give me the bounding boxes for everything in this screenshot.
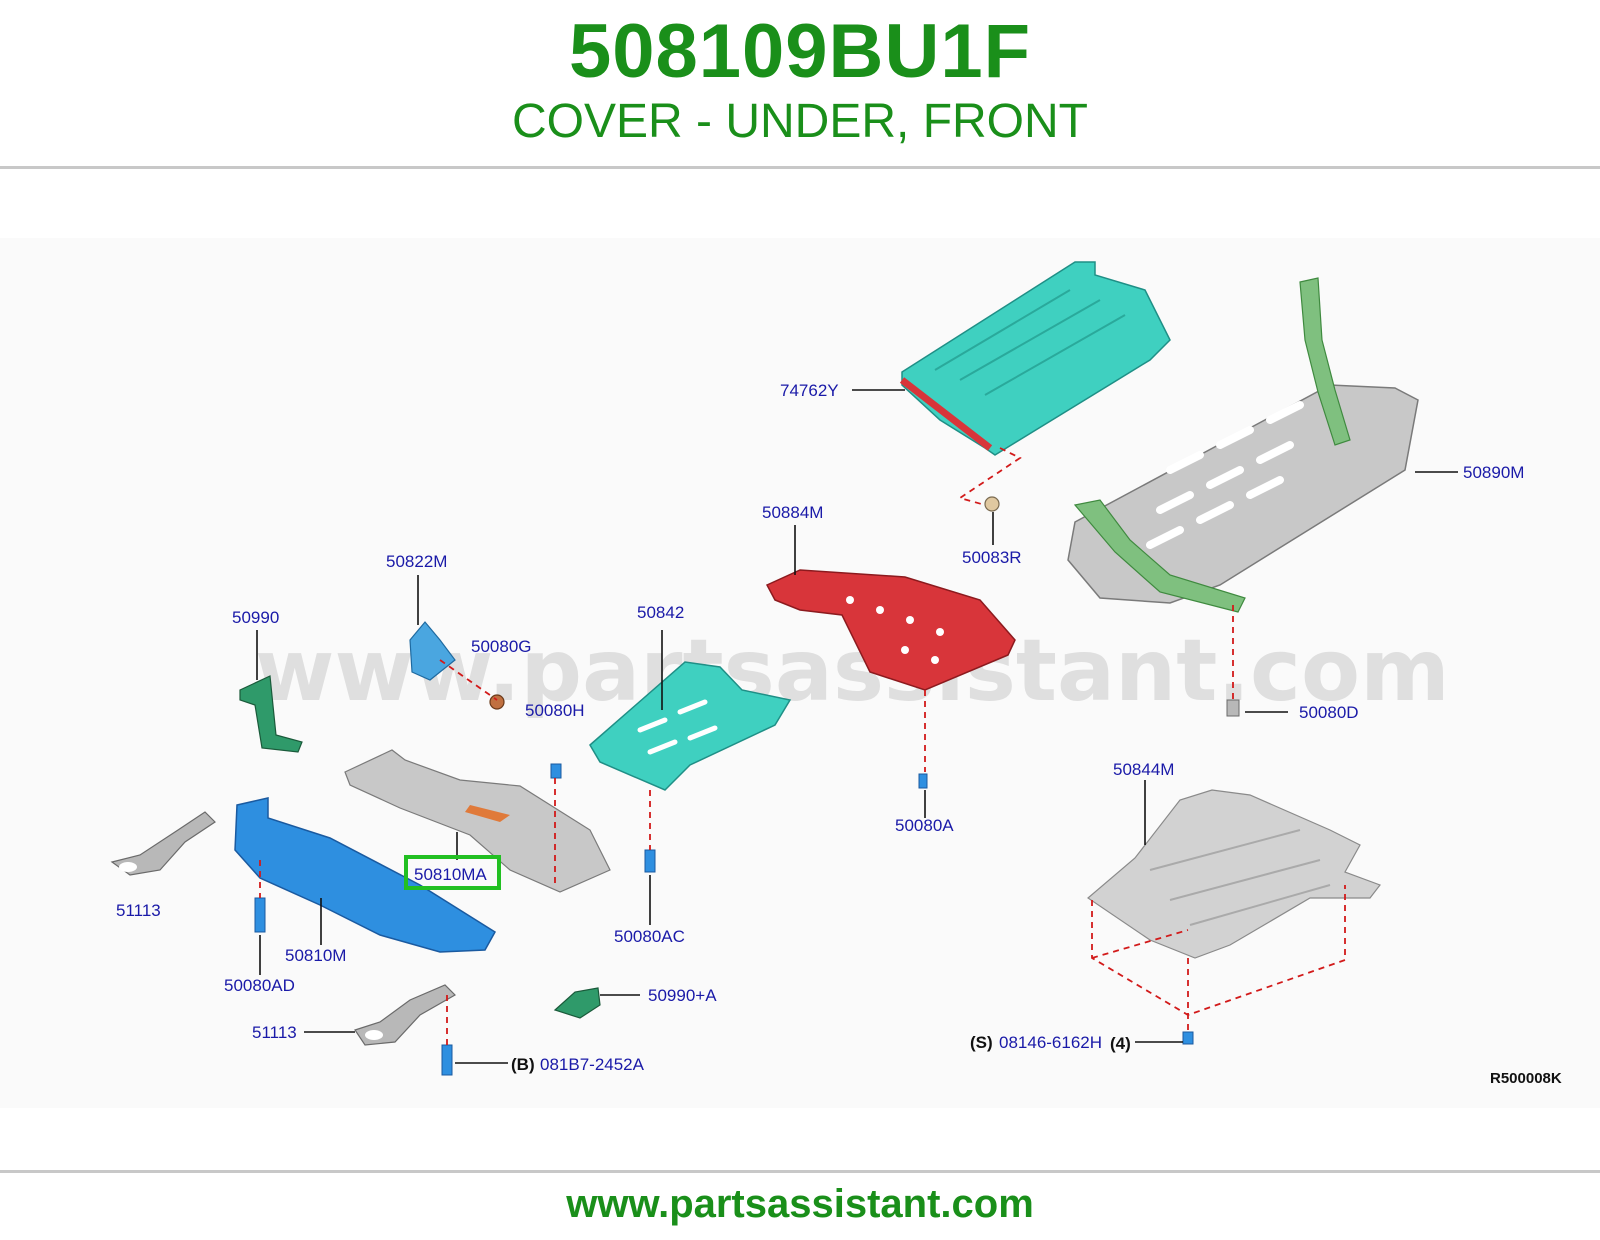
label-50890M[interactable]: 50890M — [1463, 463, 1524, 482]
diagram-canvas: www.partsassistant.com — [110, 261, 1562, 1087]
install-line-50080G — [439, 659, 498, 701]
label-50990A[interactable]: 50990+A — [648, 986, 717, 1005]
clip-50083R[interactable] — [984, 496, 1000, 512]
label-081B7-2452A[interactable]: 081B7-2452A — [540, 1055, 645, 1074]
label-qty-suffix: (4) — [1110, 1034, 1131, 1053]
clip-50080G[interactable] — [489, 694, 505, 710]
bracket-50822M[interactable] — [409, 621, 456, 681]
cover-50844M[interactable] — [1087, 789, 1381, 959]
label-50884M[interactable]: 50884M — [762, 503, 823, 522]
install-line-50083R — [957, 447, 1022, 506]
fastener-50080A[interactable] — [918, 773, 928, 789]
label-50810M[interactable]: 50810M — [285, 946, 346, 965]
page-header: 508109BU1F COVER - UNDER, FRONT — [0, 0, 1600, 168]
bracket-50884M[interactable] — [765, 569, 1016, 691]
bracket-50990[interactable] — [239, 675, 303, 753]
label-08146-6162H[interactable]: 08146-6162H — [999, 1033, 1102, 1052]
footer-divider — [0, 1170, 1600, 1173]
part-description: COVER - UNDER, FRONT — [512, 95, 1088, 148]
label-50080H[interactable]: 50080H — [525, 701, 585, 720]
parts-diagram: www.partsassistant.com — [0, 238, 1600, 1108]
part-number-title: 508109BU1F — [568, 9, 1032, 94]
label-50080AD[interactable]: 50080AD — [224, 976, 295, 995]
label-74762Y[interactable]: 74762Y — [780, 381, 839, 400]
label-50822M[interactable]: 50822M — [386, 552, 447, 571]
label-51113-lower[interactable]: 51113 — [252, 1023, 297, 1042]
cover-50810M[interactable] — [234, 797, 497, 953]
plate-50842[interactable] — [589, 661, 792, 791]
label-50080AC[interactable]: 50080AC — [614, 927, 685, 946]
cover-50810MA[interactable] — [344, 749, 611, 893]
heat-shield-74762Y[interactable] — [899, 261, 1171, 456]
bracket-50990A[interactable] — [553, 987, 601, 1019]
header-divider — [0, 166, 1600, 169]
fastener-08146[interactable] — [1182, 1031, 1194, 1045]
label-50990[interactable]: 50990 — [232, 608, 279, 627]
fastener-50080AD[interactable] — [254, 897, 266, 933]
bracket-51113-lower[interactable] — [354, 984, 456, 1046]
label-50080G[interactable]: 50080G — [471, 637, 532, 656]
fastener-50080AC[interactable] — [644, 849, 656, 873]
label-50083R[interactable]: 50083R — [962, 548, 1022, 567]
footer-url[interactable]: www.partsassistant.com — [566, 1182, 1034, 1226]
install-lines-08146 — [1091, 885, 1346, 1030]
label-50080A[interactable]: 50080A — [895, 816, 954, 835]
label-s-prefix: (S) — [970, 1033, 993, 1052]
label-50080D[interactable]: 50080D — [1299, 703, 1359, 722]
reference-code: R500008K — [1490, 1070, 1562, 1087]
fastener-50080H[interactable] — [550, 763, 562, 779]
label-50810MA[interactable]: 50810MA — [414, 865, 487, 884]
fastener-081B7[interactable] — [441, 1044, 453, 1076]
label-50842[interactable]: 50842 — [637, 603, 684, 622]
label-50844M[interactable]: 50844M — [1113, 760, 1174, 779]
skid-plate-50890M[interactable] — [1067, 277, 1419, 613]
label-51113-upper[interactable]: 51113 — [116, 901, 161, 920]
highlight-box-50810MA — [404, 855, 501, 890]
bracket-51113-upper[interactable] — [110, 811, 216, 876]
fastener-50080D[interactable] — [1226, 699, 1240, 717]
label-b-prefix: (B) — [511, 1055, 535, 1074]
